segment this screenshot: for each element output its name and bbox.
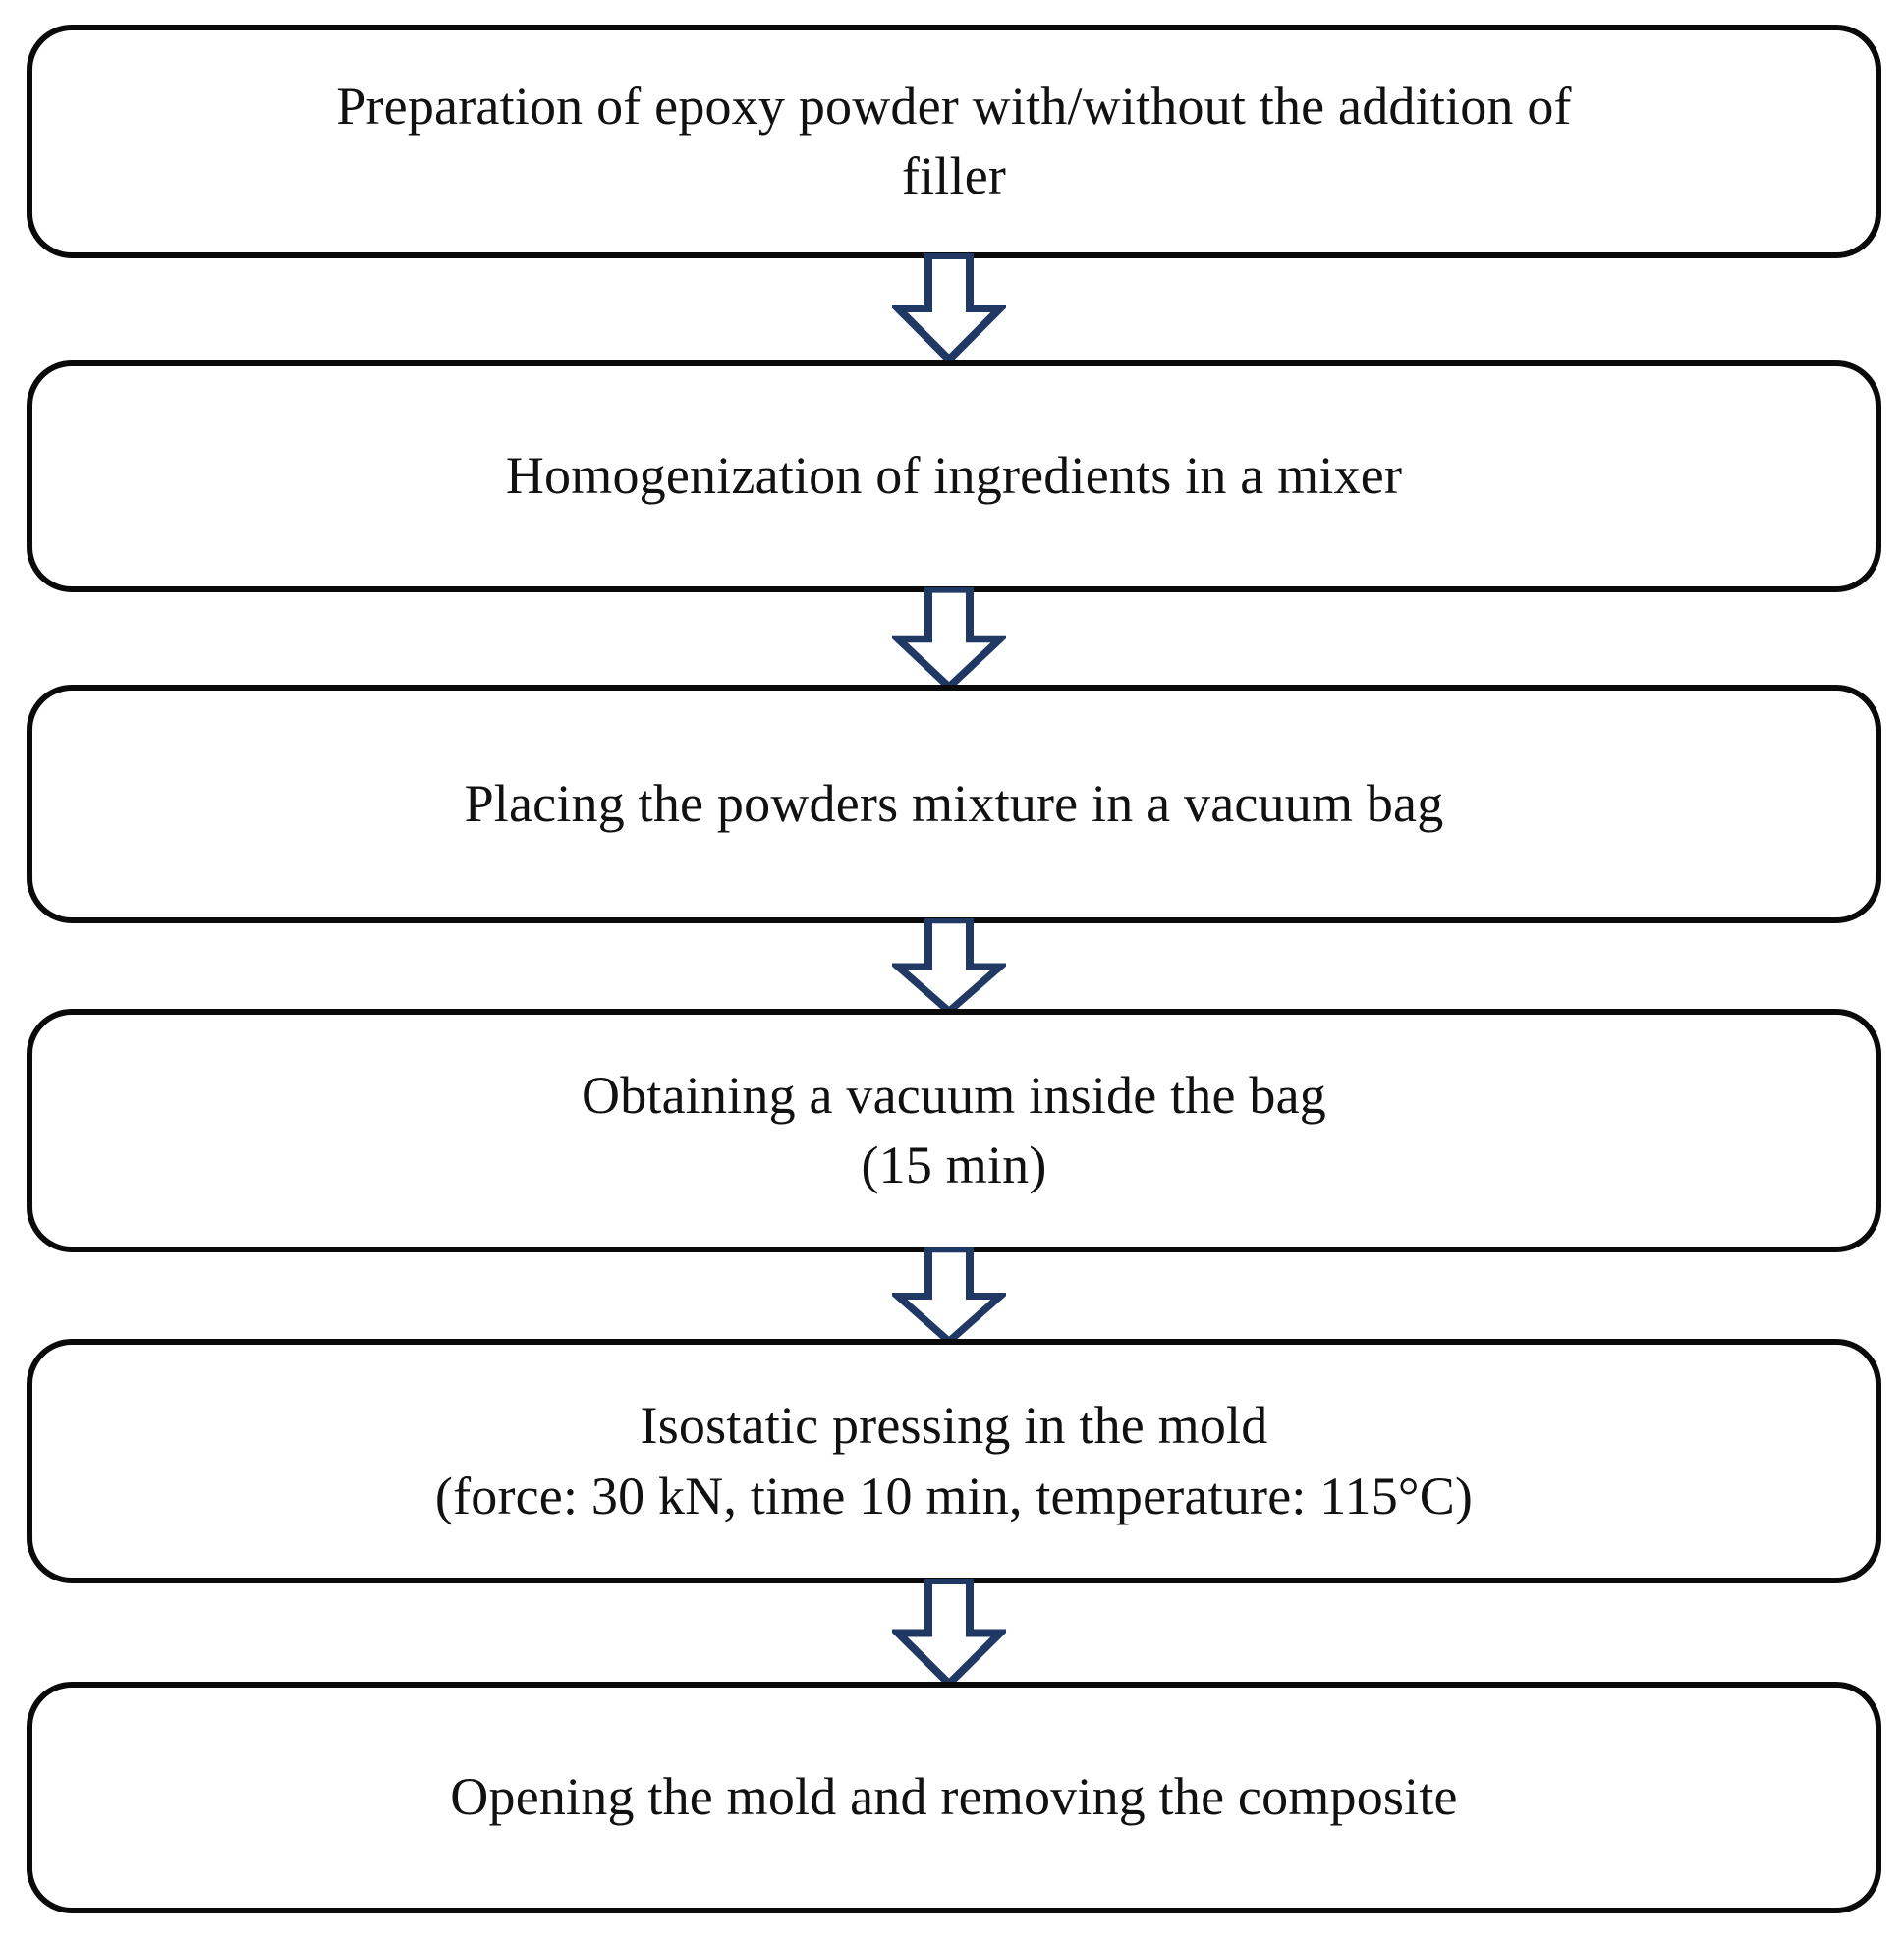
flow-step-4[interactable]: Obtaining a vacuum inside the bag (15 mi… (27, 1009, 1881, 1252)
flow-step-3-label: Placing the powders mixture in a vacuum … (464, 773, 1444, 833)
flow-step-6[interactable]: Opening the mold and removing the compos… (27, 1682, 1881, 1913)
flow-step-5-label: Isostatic pressing in the mold (force: 3… (434, 1396, 1474, 1525)
flow-step-6-label: Opening the mold and removing the compos… (450, 1767, 1458, 1827)
flow-step-5[interactable]: Isostatic pressing in the mold (force: 3… (27, 1339, 1881, 1583)
flow-step-3[interactable]: Placing the powders mixture in a vacuum … (27, 685, 1881, 923)
arrow-down-icon-3 (892, 918, 1006, 1015)
flow-step-2[interactable]: Homogenization of ingredients in a mixer (27, 360, 1881, 592)
arrow-down-icon-4 (892, 1247, 1006, 1345)
arrow-down-icon-1 (892, 253, 1006, 363)
flow-step-4-label: Obtaining a vacuum inside the bag (15 mi… (582, 1065, 1326, 1194)
flow-step-1-label: Preparation of epoxy powder with/without… (336, 76, 1572, 205)
arrow-down-icon-2 (892, 587, 1006, 691)
arrow-down-icon-5 (892, 1579, 1006, 1688)
flow-step-2-label: Homogenization of ingredients in a mixer (505, 446, 1403, 506)
flow-step-1[interactable]: Preparation of epoxy powder with/without… (27, 25, 1881, 258)
